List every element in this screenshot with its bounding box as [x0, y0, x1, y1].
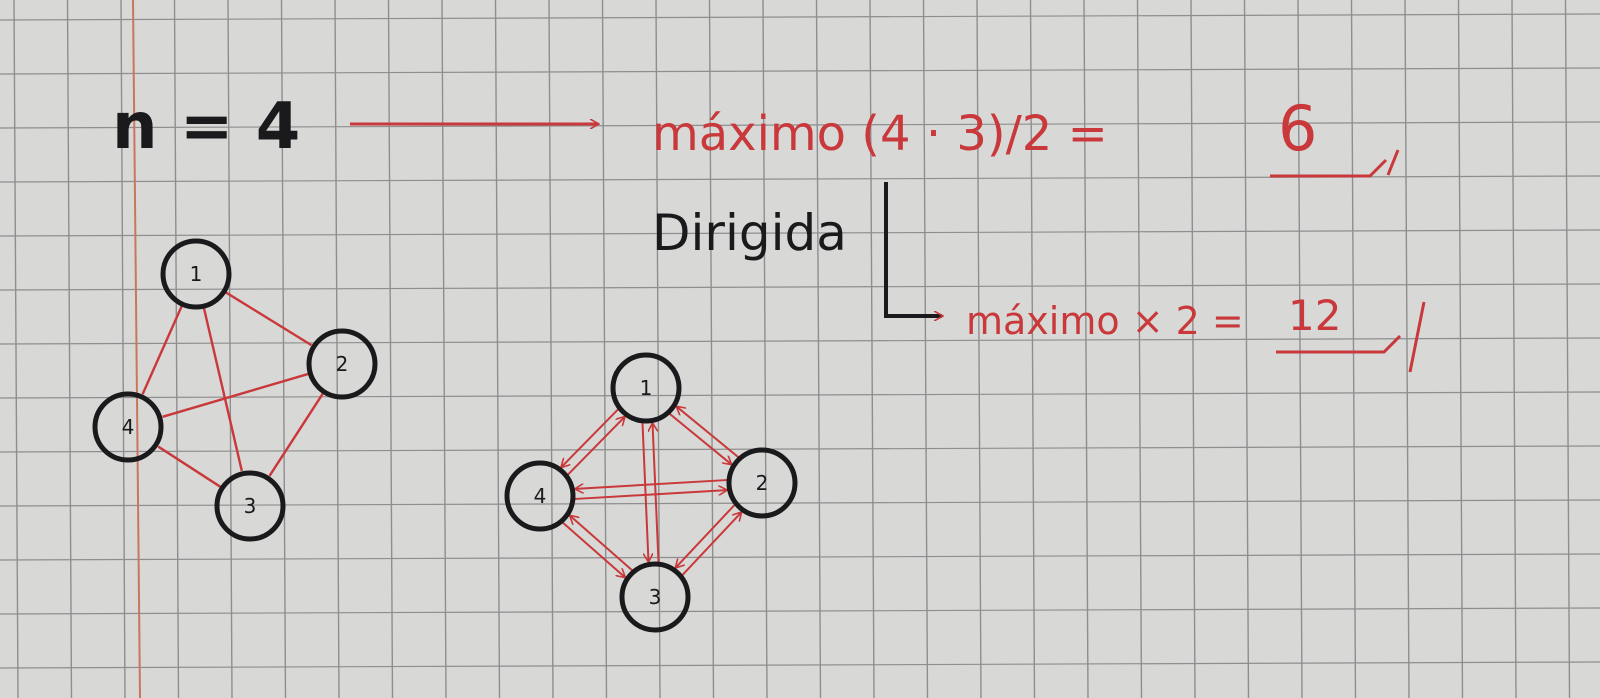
grid-line-vertical — [120, 0, 126, 698]
grid-line-vertical — [1404, 0, 1410, 698]
grid-line-horizontal — [0, 229, 1600, 237]
graph-node-label-3: 3 — [244, 494, 257, 518]
directed-formula: máximo × 2 = — [966, 299, 1244, 343]
grid-line-vertical — [1511, 0, 1517, 698]
grid-line-horizontal — [0, 391, 1600, 399]
grid-line-vertical — [815, 0, 822, 698]
graph-node-2 — [726, 447, 798, 519]
graph-node-label-3: 3 — [649, 585, 662, 609]
grid-line-horizontal — [0, 67, 1600, 75]
graph-node-2 — [306, 328, 378, 400]
margin-line — [132, 0, 141, 698]
grid-line-vertical — [869, 0, 875, 698]
graph-node-1 — [610, 352, 682, 424]
n-label: n = 4 — [112, 90, 300, 164]
graph-edge-4-1 — [565, 417, 625, 477]
graph-edge-1-4 — [141, 303, 184, 395]
grid-line-horizontal — [0, 661, 1600, 669]
grid-line-vertical — [66, 0, 73, 698]
graph-edge-3-2 — [680, 513, 741, 578]
grid-line-horizontal — [0, 13, 1600, 21]
grid-line-horizontal — [0, 121, 1600, 129]
directed-graph: 1 2 3 4 — [504, 352, 798, 633]
grid-line-horizontal — [0, 445, 1600, 453]
directed-arrow — [884, 182, 942, 316]
graph-node-label-1: 1 — [190, 262, 203, 286]
graph-node-4 — [504, 460, 576, 532]
grid-line-horizontal — [0, 553, 1600, 561]
graph-edge-4-2 — [573, 490, 726, 501]
grid-line-vertical — [655, 0, 661, 698]
graph-edge-2-4 — [576, 478, 729, 489]
grid-line-vertical — [548, 0, 554, 698]
max-formula: máximo (4 · 3)/2 = — [652, 106, 1108, 162]
max-result: 6 — [1278, 92, 1317, 165]
grid-line-vertical — [1564, 0, 1571, 698]
grid-line-vertical — [708, 0, 715, 698]
grid-line-vertical — [173, 0, 180, 698]
graph-node-3 — [619, 561, 691, 633]
grid-line-vertical — [13, 0, 19, 698]
grid-line-vertical — [976, 0, 982, 698]
graph-node-label-2: 2 — [336, 352, 349, 376]
grid-line-vertical — [762, 0, 768, 698]
grid-line-vertical — [1136, 0, 1143, 698]
graph-edge-1-3 — [641, 421, 648, 561]
graph-node-4 — [92, 391, 164, 463]
grid-line-horizontal — [0, 607, 1600, 615]
grid-line-horizontal — [0, 499, 1600, 507]
grid-line-vertical — [334, 0, 340, 698]
graph-edge-1-2 — [667, 412, 731, 464]
grid-line-vertical — [1029, 0, 1036, 698]
graph-node-label-1: 1 — [640, 376, 653, 400]
grid-line-vertical — [1457, 0, 1464, 698]
graph-node-3 — [214, 470, 286, 542]
grid-line-vertical — [1350, 0, 1357, 698]
grid-line-horizontal — [0, 337, 1600, 345]
max-result-underline — [1270, 149, 1400, 178]
grid-line-vertical — [280, 0, 287, 698]
undirected-graph: 1 2 3 4 — [92, 238, 378, 542]
grid-line-vertical — [387, 0, 394, 698]
graph-edge-2-4 — [162, 372, 311, 418]
graph-edge-3-4 — [157, 445, 223, 490]
graph-edge-2-1 — [677, 407, 741, 459]
grid-line-vertical — [1243, 0, 1250, 698]
graph-edge-2-3 — [676, 502, 737, 568]
grid-line-vertical — [1083, 0, 1089, 698]
grid-line-vertical — [1297, 0, 1303, 698]
directed-label: Dirigida — [652, 204, 847, 262]
grid-line-vertical — [227, 0, 233, 698]
directed-result: 12 — [1288, 291, 1341, 340]
graph-edge-1-2 — [223, 290, 312, 347]
graph-edge-3-4 — [570, 516, 635, 573]
graph-node-label-2: 2 — [756, 471, 769, 495]
grid-line-vertical — [601, 0, 608, 698]
graph-edge-4-3 — [560, 520, 624, 577]
graph-node-1 — [160, 238, 232, 310]
grid-line-horizontal — [0, 283, 1600, 291]
graph-edge-1-4 — [562, 407, 621, 467]
grid-line-vertical — [922, 0, 929, 698]
grid-line-vertical — [1190, 0, 1196, 698]
graph-edge-1-3 — [202, 305, 244, 472]
directed-result-underline — [1276, 301, 1426, 373]
graph-edge-2-3 — [268, 391, 326, 477]
graph-node-label-4: 4 — [534, 484, 547, 508]
grid-line-vertical — [494, 0, 501, 698]
grid-line-vertical — [441, 0, 447, 698]
graph-node-label-4: 4 — [122, 415, 135, 439]
